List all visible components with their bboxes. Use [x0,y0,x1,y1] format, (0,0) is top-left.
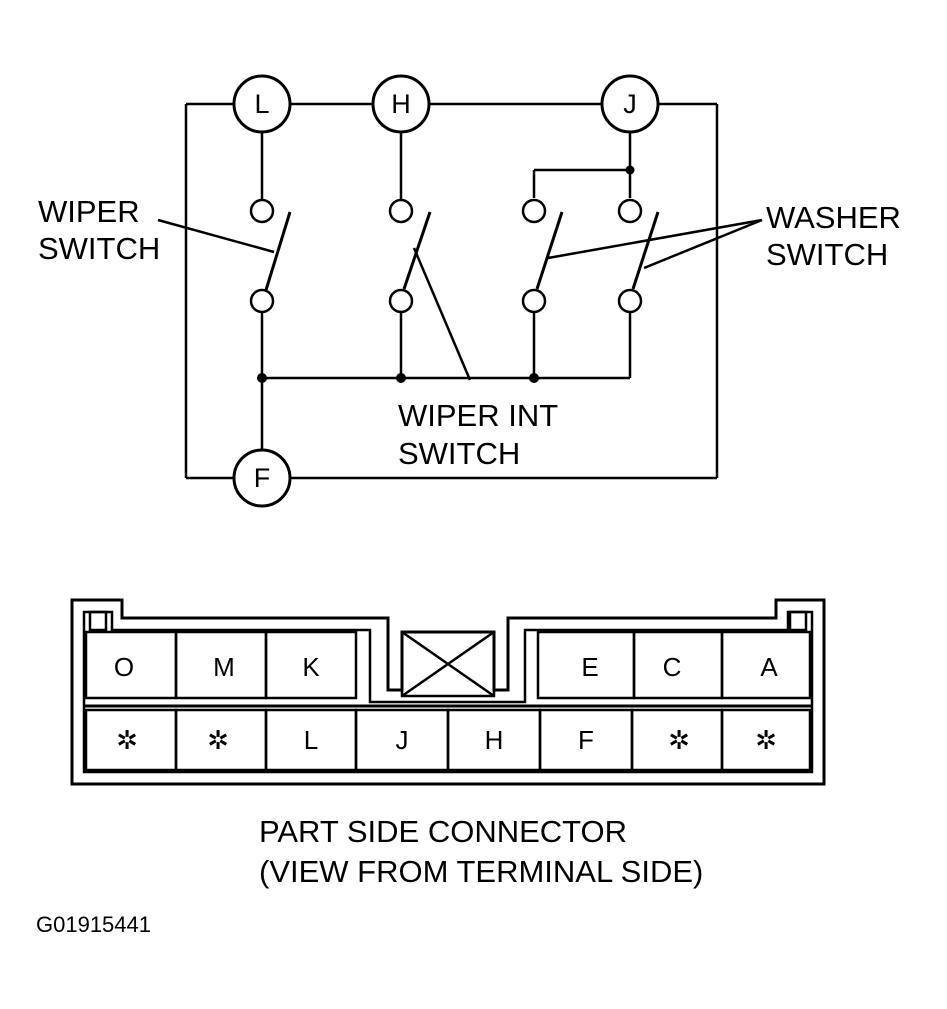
connector-caption-line2: (VIEW FROM TERMINAL SIDE) [259,854,703,889]
figure-id: G01915441 [36,912,151,937]
washer-switch-2 [617,198,660,314]
schematic-frame [184,102,719,480]
pin-l: L [304,725,318,755]
pin-unused-2: ✲ [207,725,229,755]
pin-e: E [581,652,598,682]
pin-f: F [578,725,594,755]
blocked-cavity [400,630,496,698]
terminal-h: H [371,74,431,134]
pin-o: O [114,652,134,682]
switch-schematic: L H J F [38,74,901,508]
terminal-l: L [232,74,292,134]
pin-unused-3: ✲ [668,725,690,755]
connector-bottom-row: ✲ ✲ L J H F ✲ ✲ [84,708,812,772]
washer-switch-label-line1: WASHER [766,200,901,235]
connector-inner-outline [82,610,814,774]
connector-caption-line1: PART SIDE CONNECTOR [259,814,627,849]
terminal-f: F [232,448,292,508]
terminal-f-label: F [254,463,271,493]
right-latch-nub [788,610,808,632]
connector-top-row: O M K E C A [84,630,812,700]
pin-m: M [213,652,235,682]
terminal-leads [260,132,635,200]
wiper-int-switch [388,198,432,314]
pin-k: K [302,652,320,682]
washer-switch-callout: WASHER SWITCH [547,200,901,272]
wiper-switch-callout: WIPER SWITCH [38,194,275,266]
wiper-int-switch-callout: WIPER INT SWITCH [398,247,558,471]
left-latch-nub [88,610,108,632]
pin-j: J [396,725,409,755]
terminal-l-label: L [254,89,269,119]
pin-unused-1: ✲ [116,725,138,755]
washer-switch-label-line2: SWITCH [766,237,888,272]
wiper-int-switch-label-line2: SWITCH [398,436,520,471]
wiper-switch-label-line1: WIPER [38,194,140,229]
terminal-j-label: J [623,89,637,119]
wiper-switch-label-line2: SWITCH [38,231,160,266]
pin-unused-4: ✲ [755,725,777,755]
pin-a: A [760,652,778,682]
wiper-int-switch-label-line1: WIPER INT [398,398,558,433]
part-side-connector: O M K E C A ✲ ✲ L J H F ✲ ✲ [70,598,826,889]
pin-h: H [485,725,504,755]
common-bus [257,312,632,450]
terminal-h-label: H [391,89,411,119]
terminal-j: J [600,74,660,134]
pin-c: C [663,652,682,682]
wiper-switch [249,198,292,314]
